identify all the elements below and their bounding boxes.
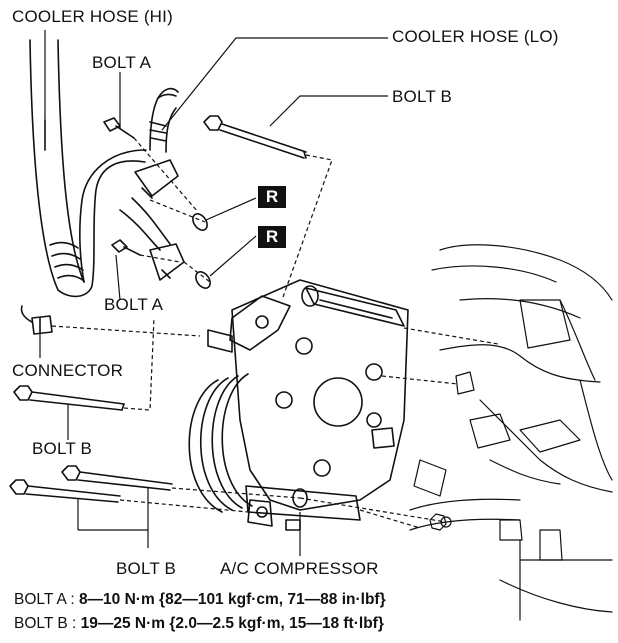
torque-spec-bolt-a-sep: : [70, 591, 75, 608]
bolt-b-top [203, 115, 307, 159]
label-bolt-b-mid: BOLT B [32, 439, 93, 458]
replace-mark-lower: R [258, 226, 286, 248]
cooler-hose-hi [29, 39, 147, 298]
torque-spec-bolt-a-name: BOLT A [14, 591, 66, 608]
label-ac-compressor: A/C COMPRESSOR [220, 559, 379, 578]
label-cooler-hose-lo: COOLER HOSE (LO) [392, 27, 559, 46]
o-ring-upper [192, 213, 208, 231]
bolt-b-lower-1 [61, 465, 173, 491]
bolt-a-top [103, 117, 135, 139]
torque-spec-bolt-b: BOLT B : 19—25 N·m {2.0—2.5 kgf·m, 15—18… [14, 616, 384, 632]
engine-bracket [409, 244, 613, 621]
bolt-b-lower-2 [9, 479, 121, 503]
bolt-a-lower [111, 239, 141, 256]
replace-mark-upper: R [258, 186, 286, 208]
o-ring-lower [195, 271, 211, 289]
leader-lines [39, 30, 388, 556]
bolt-b-mid [13, 385, 125, 411]
torque-spec-bolt-b-value: 19—25 N·m {2.0—2.5 kgf·m, 15—18 ft·lbf} [80, 615, 384, 632]
label-connector: CONNECTOR [12, 361, 124, 380]
connector [20, 305, 53, 335]
ac-compressor [188, 279, 409, 531]
assembly-lines [51, 137, 499, 529]
label-bolt-a-top: BOLT A [92, 53, 152, 72]
label-bolt-b-top: BOLT B [392, 87, 453, 106]
torque-spec-bolt-b-name: BOLT B [14, 615, 68, 632]
cooler-hose-lo [119, 87, 185, 281]
label-cooler-hose-hi: COOLER HOSE (HI) [12, 7, 173, 26]
label-bolt-b-bottom: BOLT B [116, 559, 177, 578]
torque-spec-bolt-a: BOLT A : 8—10 N·m {82—101 kgf·cm, 71—88 … [14, 592, 386, 608]
torque-spec-bolt-b-sep: : [72, 615, 77, 632]
label-bolt-a-mid: BOLT A [104, 295, 164, 314]
torque-spec-bolt-a-value: 8—10 N·m {82—101 kgf·cm, 71—88 in·lbf} [78, 591, 386, 608]
